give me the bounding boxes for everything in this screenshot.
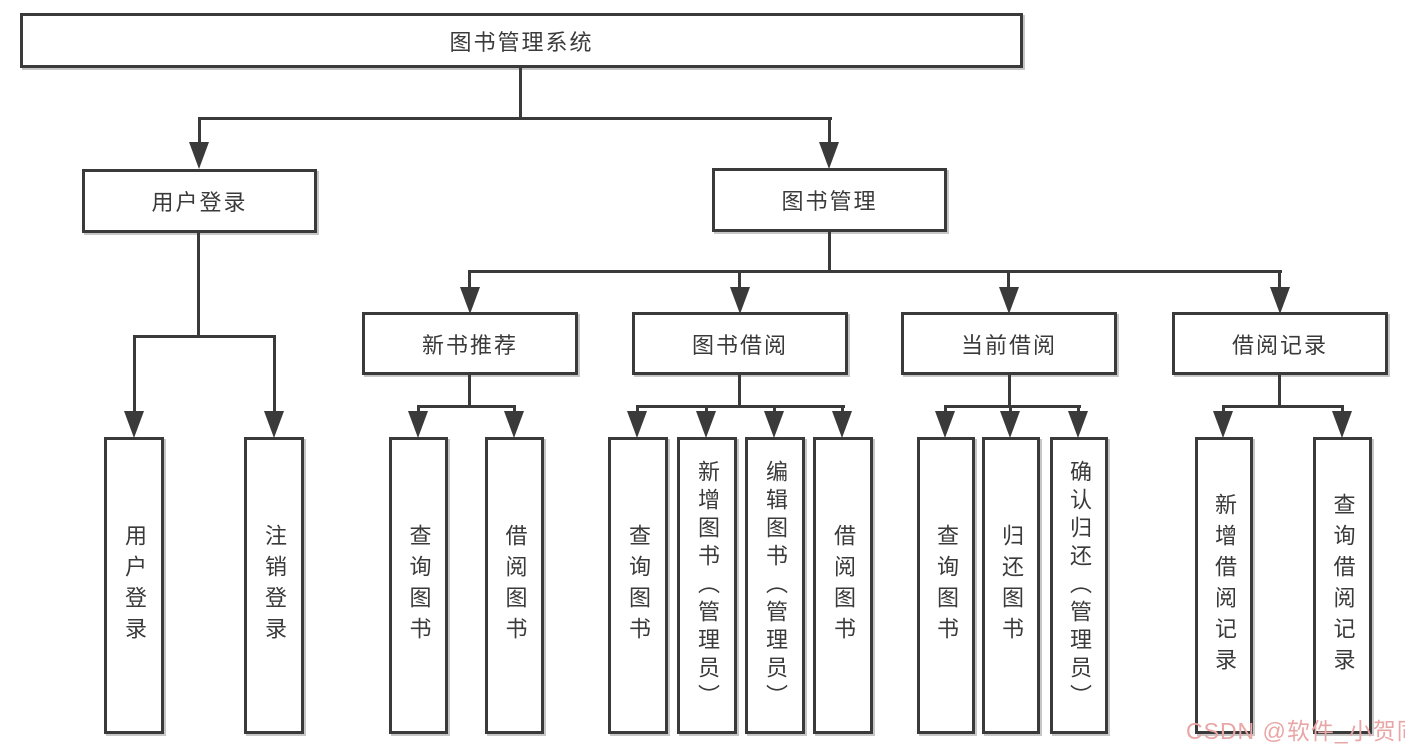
arrowhead-leaf-logout (264, 411, 284, 438)
leaf-logout: 注销登录 (244, 437, 304, 734)
arrowhead-current (999, 287, 1019, 314)
arrowhead-new-book (460, 287, 480, 314)
connector-g2-branch (636, 405, 845, 408)
leaf-g1-borrow-books-label: 借阅图书 (502, 523, 528, 648)
leaf-g4-query-borrow-record-label: 查询借阅记录 (1330, 492, 1356, 679)
connector-g3-c3 (1077, 405, 1080, 415)
connector-g3-branch (944, 405, 1081, 408)
connector-g3-stub (1008, 372, 1011, 408)
leaf-g1-query-books-label: 查询图书 (406, 523, 432, 648)
connector-root-branch (198, 117, 832, 120)
node-user-login: 用户登录 (82, 169, 317, 233)
connector-g4-c1 (1222, 405, 1225, 415)
node-book-mgmt-label: 图书管理 (781, 189, 878, 214)
connector-g3-c1 (944, 405, 947, 415)
arrowhead-g2-c1 (627, 411, 647, 438)
connector-to-records (1278, 270, 1281, 290)
connector-root-stub (519, 67, 522, 120)
leaf-g2-edit-books-admin-label: 编辑图书（管理员） (763, 459, 788, 712)
leaf-g2-edit-books-admin: 编辑图书（管理员） (745, 437, 805, 734)
node-new-book-rec: 新书推荐 (362, 312, 578, 375)
node-book-borrow-label: 图书借阅 (691, 332, 788, 358)
connector-to-user-login (198, 117, 201, 145)
node-user-login-label: 用户登录 (151, 190, 248, 215)
arrowhead-borrow (730, 287, 750, 314)
node-root-label: 图书管理系统 (449, 29, 594, 55)
connector-bookmgmt-branch (468, 270, 1282, 273)
leaf-g3-query-books-label: 查询图书 (934, 523, 959, 648)
leaf-g4-query-borrow-record: 查询借阅记录 (1313, 437, 1372, 734)
arrowhead-user-login (189, 142, 209, 169)
connector-to-new-book (468, 270, 471, 290)
node-current-borrow: 当前借阅 (901, 312, 1117, 375)
leaf-user-login: 用户登录 (104, 437, 164, 734)
arrowhead-g3-c1 (935, 411, 955, 438)
connector-g2-c2 (705, 405, 708, 415)
arrowhead-records (1270, 287, 1290, 314)
arrowhead-g1-c1 (408, 411, 428, 438)
leaf-g3-confirm-return-admin-label: 确认归还（管理员） (1067, 459, 1092, 712)
node-book-borrow: 图书借阅 (632, 312, 848, 375)
connector-g2-c4 (841, 405, 844, 415)
connector-to-leaf-login (133, 335, 136, 415)
leaf-g2-query-books: 查询图书 (608, 437, 668, 734)
leaf-g2-borrow-books: 借阅图书 (813, 437, 873, 734)
connector-to-current (1007, 270, 1010, 290)
connector-g1-c2 (513, 405, 516, 415)
arrowhead-g2-c4 (832, 411, 852, 438)
connector-g1-c1 (417, 405, 420, 415)
leaf-g2-add-books-admin: 新增图书（管理员） (677, 437, 737, 734)
arrowhead-book-mgmt (819, 142, 839, 169)
leaf-logout-label: 注销登录 (262, 523, 287, 648)
connector-to-borrow (738, 270, 741, 290)
node-current-borrow-label: 当前借阅 (960, 332, 1057, 358)
leaf-g2-query-books-label: 查询图书 (626, 523, 651, 648)
leaf-user-login-label: 用户登录 (122, 523, 147, 648)
connector-g2-stub (738, 372, 741, 408)
connector-g4-stub (1278, 372, 1281, 408)
leaf-g4-add-borrow-record-label: 新增借阅记录 (1212, 492, 1237, 679)
connector-g4-c2 (1341, 405, 1344, 415)
connector-to-leaf-logout (273, 335, 276, 415)
node-book-mgmt: 图书管理 (712, 168, 947, 232)
connector-g1-stub (468, 372, 471, 408)
node-borrow-records: 借阅记录 (1172, 312, 1388, 375)
connector-bookmgmt-stub (828, 230, 831, 272)
arrowhead-leaf-login (124, 411, 144, 438)
connector-g4-branch (1223, 405, 1344, 408)
leaf-g2-borrow-books-label: 借阅图书 (831, 523, 856, 648)
connector-userlogin-stub (197, 231, 200, 337)
leaf-g3-return-books-label: 归还图书 (999, 523, 1024, 648)
arrowhead-g4-c2 (1332, 411, 1352, 438)
leaf-g3-confirm-return-admin: 确认归还（管理员） (1050, 437, 1108, 734)
node-root: 图书管理系统 (20, 13, 1023, 68)
node-borrow-records-label: 借阅记录 (1231, 332, 1328, 358)
connector-g2-c1 (636, 405, 639, 415)
leaf-g2-add-books-admin-label: 新增图书（管理员） (695, 459, 720, 712)
csdn-watermark: CSDN @软件_小贺同学 (1186, 718, 1405, 744)
leaf-g1-borrow-books: 借阅图书 (485, 437, 544, 734)
leaf-g3-return-books: 归还图书 (982, 437, 1040, 734)
arrowhead-g4-c1 (1213, 411, 1233, 438)
arrowhead-g2-c2 (696, 411, 716, 438)
node-new-book-rec-label: 新书推荐 (421, 332, 518, 358)
leaf-g3-query-books: 查询图书 (917, 437, 975, 734)
leaf-g4-add-borrow-record: 新增借阅记录 (1195, 437, 1253, 734)
connector-g3-c2 (1009, 405, 1012, 415)
connector-to-book-mgmt (828, 117, 831, 145)
connector-g1-branch (417, 405, 516, 408)
arrowhead-g3-c3 (1068, 411, 1088, 438)
arrowhead-g3-c2 (1000, 411, 1020, 438)
leaf-g1-query-books: 查询图书 (389, 437, 448, 734)
arrowhead-g1-c2 (504, 411, 524, 438)
arrowhead-g2-c3 (764, 411, 784, 438)
connector-g2-c3 (773, 405, 776, 415)
connector-userlogin-branch (133, 335, 276, 338)
